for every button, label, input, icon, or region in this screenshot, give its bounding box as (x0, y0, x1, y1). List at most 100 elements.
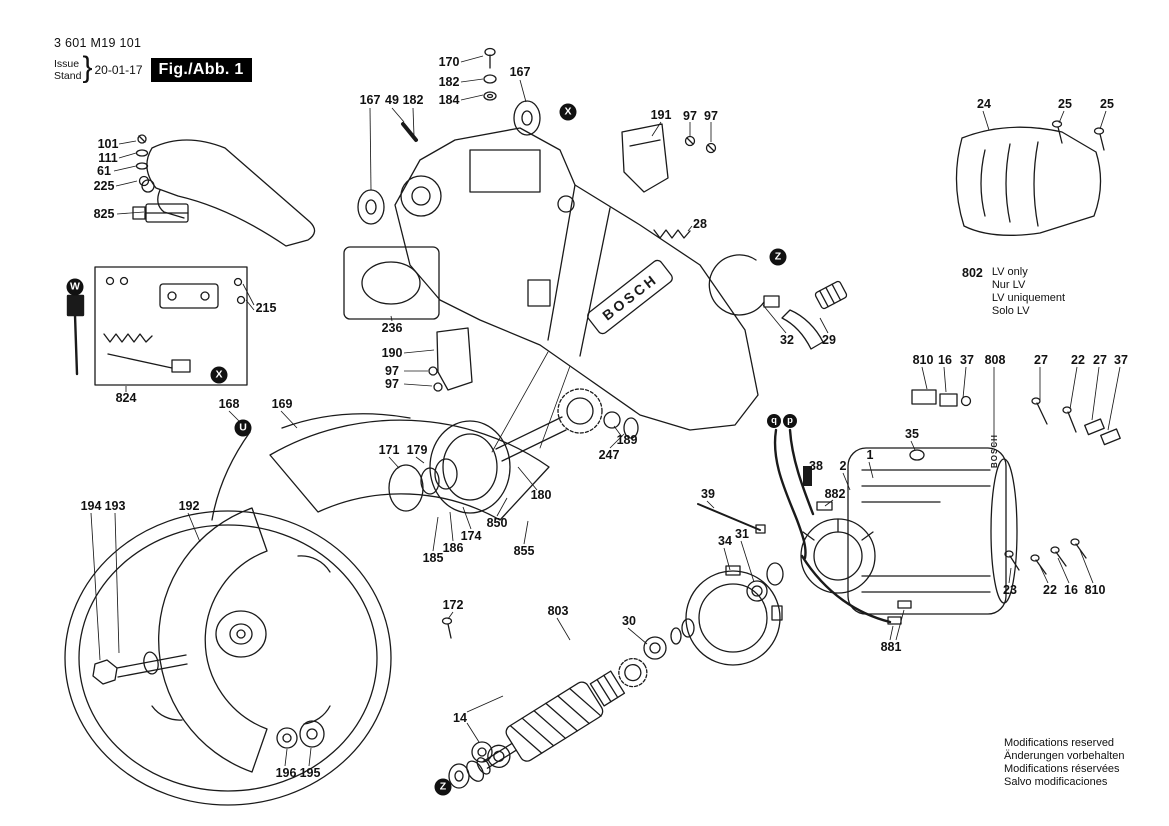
part-callout-194: 194 (80, 499, 102, 513)
part-callout-27: 27 (1093, 353, 1107, 367)
ref-marker-q: q (767, 414, 781, 428)
part-callout-22: 22 (1043, 583, 1057, 597)
part-callout-27: 27 (1034, 353, 1048, 367)
part-callout-225: 225 (93, 179, 115, 193)
lv-note-line: Nur LV (991, 279, 1026, 291)
part-callout-196: 196 (275, 766, 297, 780)
lower-blade-guard (158, 507, 268, 773)
lv-note-number: 802 (962, 266, 983, 280)
part-callout-168: 168 (218, 397, 240, 411)
part-callout-190: 190 (381, 346, 403, 360)
leader-lines (90, 55, 1121, 767)
part-callout-215: 215 (255, 301, 277, 315)
part-callout-189: 189 (616, 433, 638, 447)
part-callout-16: 16 (1064, 583, 1078, 597)
ref-marker-X: X (210, 366, 228, 384)
ref-marker-W: W (66, 278, 84, 296)
inner-blade-guard (211, 413, 550, 521)
part-callout-97: 97 (704, 109, 718, 123)
part-callout-37: 37 (960, 353, 974, 367)
part-callout-185: 185 (422, 551, 444, 565)
part-callout-37: 37 (1114, 353, 1128, 367)
part-number: 3 601 M19 101 (54, 36, 142, 50)
saw-blade (64, 510, 392, 806)
issue-brace: } (82, 51, 93, 84)
part-callout-169: 169 (271, 397, 293, 411)
part-callout-810: 810 (1084, 583, 1106, 597)
part-callout-167: 167 (509, 65, 531, 79)
stand-label: Stand (54, 70, 82, 82)
part-callout-61: 61 (97, 164, 111, 178)
part-callout-38: 38 (809, 459, 823, 473)
modifications-note-line: Änderungen vorbehalten (1004, 750, 1125, 762)
lv-note-lines: LV only Nur LV LV uniquement Solo LV (992, 266, 1065, 318)
arbor-bolt (92, 651, 188, 685)
header: 3 601 M19 101 Issue Stand } 20-01-17 Fig… (54, 36, 252, 85)
part-callout-25: 25 (1058, 97, 1072, 111)
ref-marker-U: U (234, 419, 252, 437)
part-callout-808: 808 (984, 353, 1006, 367)
motor-bosch-logo: BOSCH (990, 434, 999, 468)
modifications-note-line: Modifications réservées (1004, 763, 1120, 775)
blade-flanges (276, 720, 325, 749)
mount-bracket (428, 327, 473, 392)
part-callout-16: 16 (938, 353, 952, 367)
part-callout-39: 39 (701, 487, 715, 501)
tension-spring (653, 229, 691, 239)
modifications-note-line: Modifications reserved (1004, 737, 1115, 749)
part-callout-28: 28 (693, 217, 707, 231)
modifications-note: Modifications reserved Änderungen vorbeh… (1004, 737, 1124, 789)
lv-note-line: LV uniquement (991, 292, 1066, 304)
part-callout-34: 34 (718, 534, 732, 548)
part-callout-35: 35 (905, 427, 919, 441)
part-callout-22: 22 (1071, 353, 1085, 367)
part-callout-97: 97 (385, 364, 399, 378)
part-callout-193: 193 (104, 499, 126, 513)
armature-assembly (466, 657, 648, 782)
part-callout-186: 186 (442, 541, 464, 555)
ref-marker-Z: Z (769, 248, 787, 266)
modifications-note-line: Salvo modificaciones (1004, 776, 1108, 788)
part-callout-167: 167 (359, 93, 381, 107)
part-callout-182: 182 (402, 93, 424, 107)
part-callout-2: 2 (839, 459, 847, 473)
part-callout-1: 1 (866, 448, 874, 462)
part-callout-24: 24 (977, 97, 991, 111)
part-callout-49: 49 (385, 93, 399, 107)
brush-assembly (909, 389, 1121, 461)
part-callout-182: 182 (438, 75, 460, 89)
part-callout-171: 171 (378, 443, 400, 457)
part-callout-31: 31 (735, 527, 749, 541)
part-callout-101: 101 (97, 137, 119, 151)
lv-note: 802 LV only Nur LV LV uniquement Solo LV (962, 266, 1065, 318)
screw-172 (441, 617, 453, 639)
part-callout-184: 184 (438, 93, 460, 107)
fence-bracket (621, 123, 717, 193)
part-callout-23: 23 (1003, 583, 1017, 597)
lv-note-line: Solo LV (991, 305, 1030, 317)
part-callout-32: 32 (780, 333, 794, 347)
part-callout-236: 236 (381, 321, 403, 335)
part-callout-97: 97 (683, 109, 697, 123)
motor-field: BOSCH (800, 434, 1018, 615)
part-callout-881: 881 (880, 640, 902, 654)
ref-marker-p: p (783, 414, 797, 428)
motor-screws (1004, 538, 1087, 575)
arm-casting: BOSCH (394, 127, 759, 431)
handle (141, 139, 316, 247)
wiring (66, 294, 912, 625)
ref-marker-X: X (559, 103, 577, 121)
part-callout-97: 97 (385, 377, 399, 391)
issue-date: 20-01-17 (94, 63, 143, 77)
armature-bearings (448, 618, 695, 789)
part-callout-191: 191 (650, 108, 672, 122)
top-hardware (357, 47, 541, 225)
part-callout-111: 111 (98, 151, 118, 165)
fan-baffle (685, 562, 784, 666)
part-callout-179: 179 (406, 443, 428, 457)
part-callout-180: 180 (530, 488, 552, 502)
part-callout-824: 824 (115, 391, 137, 405)
clamp-lever (708, 254, 848, 350)
